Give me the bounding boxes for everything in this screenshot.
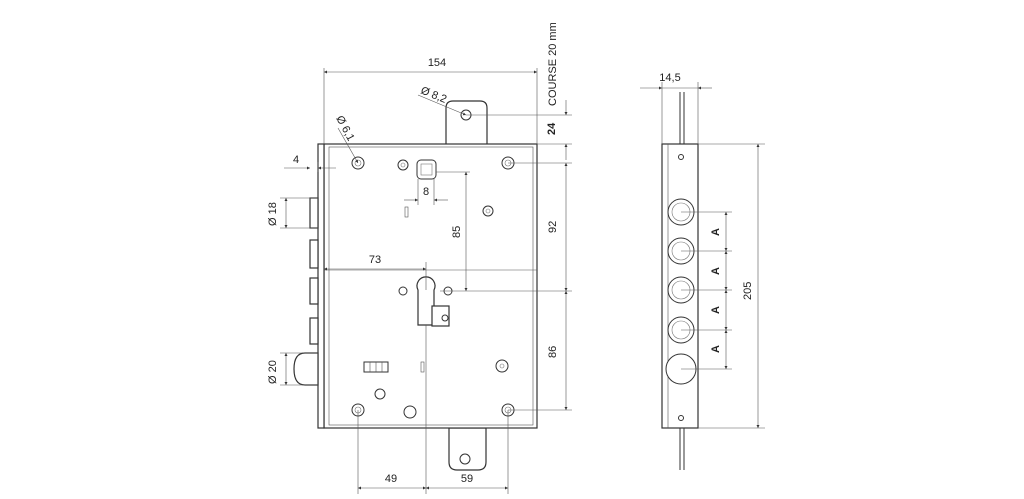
small-hole-3-inner	[499, 363, 505, 369]
cylinder-screw-left	[398, 286, 408, 296]
dim-145-label: 14,5	[659, 72, 680, 84]
bolt-4	[309, 317, 319, 345]
dim-49-label: 49	[385, 473, 397, 485]
dim-a-3-label: A	[710, 306, 722, 314]
small-hole-1-inner	[400, 162, 406, 168]
screw-hole-6-1-inner	[354, 159, 362, 167]
bolt-1	[309, 197, 319, 229]
dim-20-label: Ø 20	[267, 360, 279, 384]
cylinder-profile	[416, 276, 436, 326]
small-hole-3	[495, 359, 509, 373]
side-screw-top	[678, 154, 684, 160]
faceplate-edge	[317, 143, 325, 429]
dim-d82-label: Ø 8,2	[419, 85, 448, 106]
small-hole-5	[403, 405, 417, 419]
side-view: A A A A 14,5 205	[640, 72, 765, 470]
dim-86-label: 86	[547, 346, 559, 358]
dim-a-2-label: A	[710, 267, 722, 275]
handle-square-hole	[416, 159, 437, 180]
front-view: 154 Ø 8,2 Ø 6,1 COURSE 20 mm 24 92 86 85	[267, 22, 572, 494]
handle-square-inner	[420, 163, 433, 176]
dim-85-label: 85	[451, 226, 463, 238]
dim-4-label: 4	[293, 154, 299, 166]
small-hole-2	[482, 205, 494, 217]
top-tab	[445, 100, 488, 146]
dim-154-label: 154	[428, 57, 446, 69]
latch	[293, 352, 319, 386]
small-hole-2-inner	[485, 208, 491, 214]
dim-59-label: 59	[461, 473, 473, 485]
dim-d61-label: Ø 6,1	[333, 114, 356, 143]
dim-92-label: 92	[547, 221, 559, 233]
side-screw-bottom	[678, 415, 684, 421]
dim-a-1-label: A	[710, 228, 722, 236]
bottom-tab	[448, 427, 487, 471]
bolt-3	[309, 277, 319, 305]
bolt-2	[309, 239, 319, 269]
dim-8-label: 8	[423, 186, 429, 198]
cam-pin	[441, 314, 449, 322]
small-hole-4	[374, 388, 386, 400]
dim-24-label: 24	[546, 122, 558, 135]
bottom-tab-hole	[459, 453, 471, 465]
leader-d82	[417, 94, 467, 116]
small-hole-1	[397, 159, 409, 171]
dim-73-label: 73	[369, 254, 381, 266]
dim-205-label: 205	[742, 282, 754, 300]
dim-a-4-label: A	[710, 345, 722, 353]
slot-1	[404, 206, 409, 218]
leader-d61	[337, 127, 359, 164]
dim-stroke-label: COURSE 20 mm	[547, 22, 559, 106]
slot-2	[420, 361, 425, 373]
lock-body-inner	[328, 146, 534, 426]
dim-18-label: Ø 18	[267, 202, 279, 226]
